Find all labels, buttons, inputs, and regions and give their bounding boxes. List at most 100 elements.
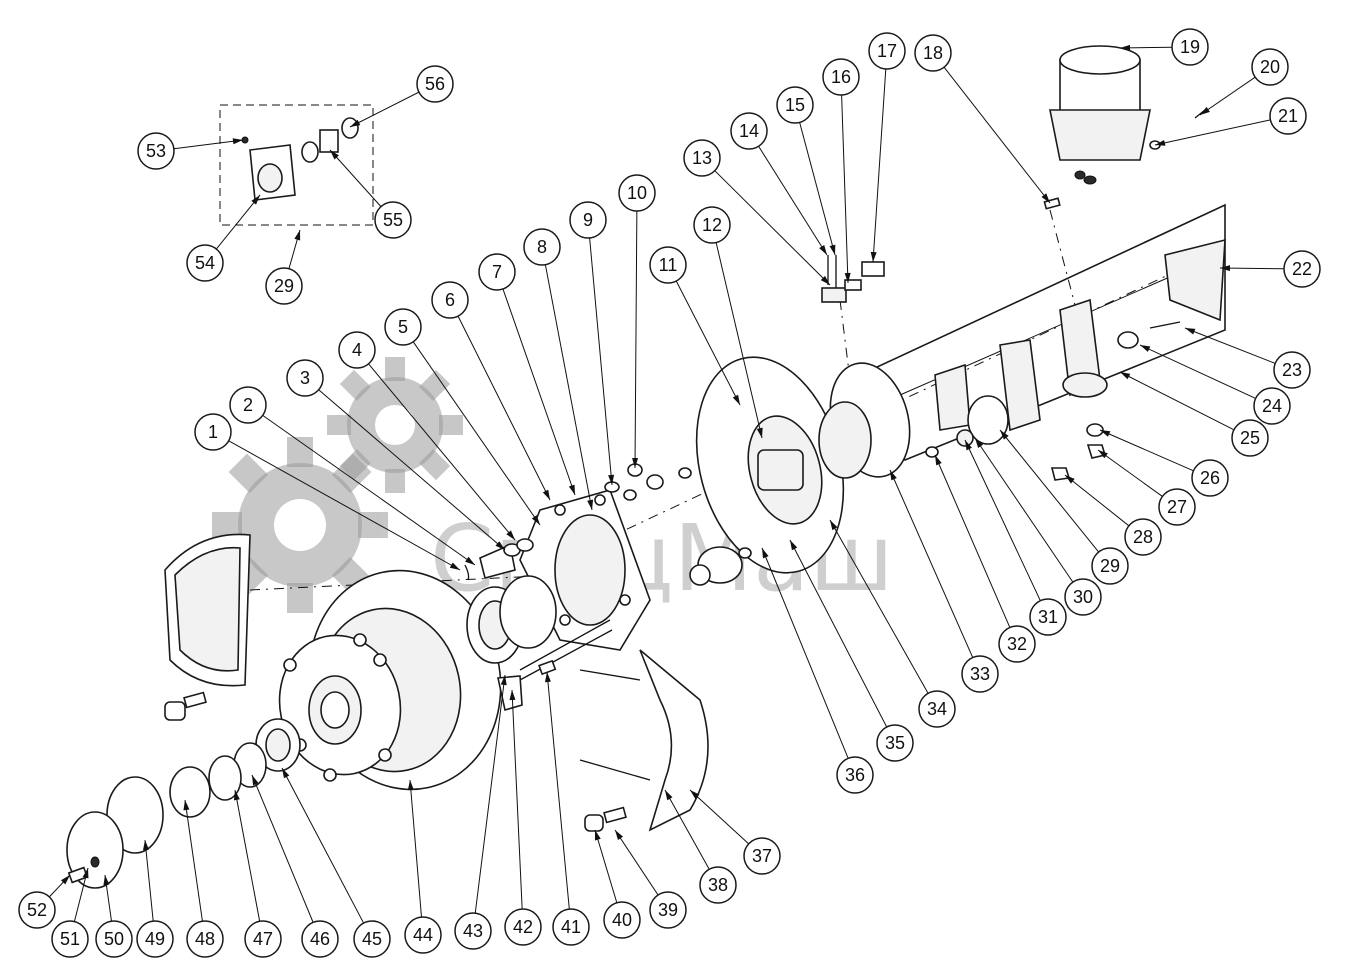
leader-line — [664, 789, 710, 870]
leader-line — [943, 66, 1051, 204]
arrowhead — [820, 275, 830, 285]
callout-38: 38 — [664, 789, 737, 904]
arrowhead — [544, 672, 551, 683]
callout-circle — [454, 912, 492, 950]
callout-28: 28 — [1064, 474, 1162, 556]
callout-circle — [1253, 387, 1291, 425]
leader-line — [1184, 327, 1276, 364]
callout-label: 2 — [243, 395, 253, 415]
callout-32: 32 — [934, 454, 1036, 663]
callout-label: 25 — [1240, 428, 1260, 448]
callout-label: 15 — [785, 95, 805, 115]
callout-circle — [353, 920, 391, 958]
arrowhead — [587, 499, 594, 510]
side-parts — [689, 321, 1181, 586]
callout-circle — [478, 253, 516, 291]
callout-label: 52 — [27, 900, 47, 920]
callout-circle — [1231, 419, 1269, 457]
callout-label: 38 — [708, 875, 728, 895]
callout-circle — [404, 916, 442, 954]
leader-line — [262, 414, 476, 566]
callout-44: 44 — [404, 779, 442, 954]
arrowhead — [568, 484, 575, 495]
arrowhead — [60, 875, 70, 885]
callout-circle — [618, 174, 656, 212]
arrowhead — [407, 780, 414, 791]
callout-circle — [51, 920, 89, 958]
callout-label: 5 — [398, 317, 408, 337]
leader-line — [589, 237, 613, 486]
callout-circle — [998, 625, 1036, 663]
callout-circle — [1091, 547, 1129, 585]
bearings — [169, 575, 557, 818]
callout-label: 40 — [612, 910, 632, 930]
callout-label: 56 — [425, 74, 445, 94]
callout-circle — [730, 112, 768, 150]
arrowhead — [252, 775, 259, 786]
arrowhead — [542, 489, 550, 500]
leader-line — [761, 547, 849, 759]
leader-line — [758, 145, 828, 256]
callout-6: 6 — [431, 281, 551, 501]
arrowhead — [830, 520, 838, 531]
callout-label: 37 — [752, 846, 772, 866]
callout-circle — [137, 132, 175, 170]
arrowhead — [495, 541, 505, 550]
callout-circle — [186, 244, 224, 282]
callout-label: 31 — [1038, 607, 1058, 627]
leader-line — [1099, 429, 1194, 472]
leader-line — [329, 149, 382, 207]
arrowhead — [1000, 430, 1009, 440]
brake-chamber — [1043, 45, 1206, 210]
callout-circle — [229, 386, 267, 424]
leader-line — [368, 363, 516, 541]
callout-circle — [649, 246, 687, 284]
callout-circle — [186, 920, 224, 958]
callout-54: 54 — [186, 194, 261, 282]
callout-label: 7 — [492, 262, 502, 282]
callout-11: 11 — [649, 246, 741, 406]
callout-29: 29 — [999, 429, 1129, 585]
callout-label: 22 — [1292, 259, 1312, 279]
callout-label: 9 — [583, 210, 593, 230]
callout-49: 49 — [136, 839, 174, 958]
leader-line — [251, 774, 314, 923]
callout-circle — [649, 891, 687, 929]
callout-label: 39 — [658, 900, 678, 920]
callout-36: 36 — [761, 547, 874, 794]
arrowhead — [870, 251, 877, 262]
leader-line — [1097, 449, 1163, 497]
callout-circle — [18, 891, 56, 929]
callout-circle — [868, 32, 906, 70]
arrowhead — [251, 195, 260, 205]
leader-line — [349, 91, 420, 128]
callout-47: 47 — [233, 789, 282, 958]
callout-12: 12 — [693, 206, 763, 439]
callout-label: 3 — [300, 368, 310, 388]
hub-cap — [66, 776, 164, 889]
callout-circle — [301, 920, 339, 958]
callout-19: 19 — [1119, 28, 1209, 66]
callout-27: 27 — [1097, 449, 1196, 526]
arrowhead — [732, 394, 740, 405]
leader-line — [1064, 474, 1130, 527]
callout-circle — [552, 908, 590, 946]
leader-line — [215, 194, 261, 250]
arrowhead — [762, 548, 769, 559]
nuts-washers — [604, 463, 692, 501]
callout-circle — [1273, 351, 1311, 389]
callout-label: 35 — [885, 733, 905, 753]
callout-circle — [693, 206, 731, 244]
callout-circle — [95, 920, 133, 958]
leader-line — [934, 454, 1011, 628]
callout-24: 24 — [1139, 344, 1291, 425]
callout-34: 34 — [829, 519, 956, 728]
leader-line — [409, 779, 422, 918]
arrowhead — [890, 470, 897, 481]
arrowhead — [350, 119, 361, 127]
callout-43: 43 — [454, 674, 507, 950]
callout-circle — [244, 920, 282, 958]
leader-line — [715, 242, 763, 439]
callout-circle — [1171, 28, 1209, 66]
arrowhead — [829, 244, 836, 255]
